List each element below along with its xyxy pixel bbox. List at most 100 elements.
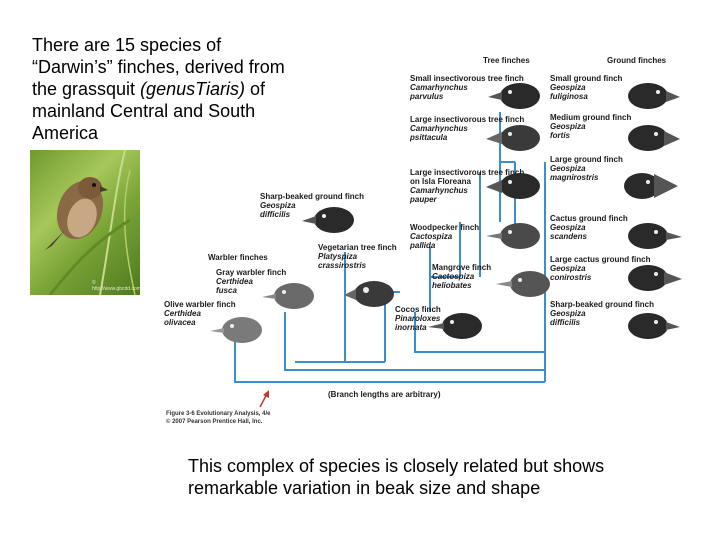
- species-sci: Certhidea: [216, 277, 253, 286]
- grassquit-bird-icon: [45, 150, 136, 295]
- species-sci2: pauper: [410, 195, 437, 204]
- species-sci2: heliobates: [432, 281, 472, 290]
- intro-line-3a: the grassquit: [32, 79, 141, 99]
- finch-head-icon: [486, 223, 540, 249]
- species-sci2: fusca: [216, 286, 237, 295]
- label-mangrove-finch: Mangrove finch Cactospiza heliobates: [432, 263, 491, 290]
- finch-head-icon: [496, 271, 550, 297]
- species-sci2: parvulus: [410, 92, 444, 101]
- species-sci2: difficilis: [550, 318, 581, 327]
- species-name-2: on Isla Floreana: [410, 177, 471, 186]
- species-name: Gray warbler finch: [216, 268, 287, 277]
- species-sci2: scandens: [550, 232, 587, 241]
- species-sci: Geospiza: [550, 223, 586, 232]
- species-name: Olive warbler finch: [164, 300, 236, 309]
- species-sci: Cactospiza: [410, 232, 453, 241]
- label-vegetarian-tree-finch: Vegetarian tree finch Platyspiza crassir…: [318, 243, 397, 270]
- species-sci: Camarhynchus: [410, 186, 468, 195]
- figure-credit: Figure 3-6 Evolutionary Analysis, 4/e © …: [166, 410, 270, 426]
- label-woodpecker-finch: Woodpecker finch Cactospiza pallida: [410, 223, 479, 250]
- intro-line-2: “Darwin’s” finches, derived from: [32, 57, 285, 77]
- finch-head-icon: [210, 317, 262, 343]
- species-name: Sharp-beaked ground finch: [550, 300, 655, 309]
- species-name: Large insectivorous tree finch: [410, 168, 525, 177]
- photo-credit: © http://www.gbcdd.com: [92, 280, 140, 292]
- species-name: Medium ground finch: [550, 113, 632, 122]
- species-name: Small insectivorous tree finch: [410, 74, 524, 83]
- finch-head-icon: [628, 125, 680, 151]
- species-sci2: fuliginosa: [550, 92, 588, 101]
- header-ground-finches: Ground finches: [607, 56, 667, 65]
- species-sci2: psittacula: [410, 133, 448, 142]
- label-cactus-ground-finch: Cactus ground finch Geospiza scandens: [550, 214, 628, 241]
- label-large-ground-finch: Large ground finch Geospiza magnirostris: [550, 155, 623, 182]
- label-sharp-beaked-ground-finch-right: Sharp-beaked ground finch Geospiza diffi…: [550, 300, 654, 327]
- phylogeny-figure: Tree finches Ground finches Small insect…: [160, 52, 682, 432]
- species-sci: Pinaroloxes: [395, 314, 441, 323]
- species-sci2: olivacea: [164, 318, 196, 327]
- species-name: Cactus ground finch: [550, 214, 628, 223]
- outro-text: This complex of species is closely relat…: [188, 455, 668, 499]
- species-name: Woodpecker finch: [410, 223, 480, 232]
- finch-head-icon: [628, 83, 680, 109]
- figure-credit-2: © 2007 Pearson Prentice Hall, Inc.: [166, 419, 263, 425]
- finch-head-icon: [486, 173, 540, 199]
- species-sci: Platyspiza: [318, 252, 358, 261]
- intro-line-3c: Tiaris): [195, 79, 245, 99]
- species-sci: Geospiza: [550, 309, 586, 318]
- species-sci2: crassirostris: [318, 261, 367, 270]
- intro-line-3d: of: [244, 79, 265, 99]
- intro-line-3: the grassquit (genusTiaris) of: [32, 78, 332, 100]
- label-cocos-finch: Cocos finch Pinaroloxes inornata: [395, 305, 441, 332]
- finch-head-icon: [262, 283, 314, 309]
- species-sci2: magnirostris: [550, 173, 599, 182]
- outro-line-1: This complex of species is closely relat…: [188, 456, 605, 476]
- intro-line-4: mainland Central and South: [32, 101, 256, 121]
- label-small-ground-finch: Small ground finch Geospiza fuliginosa: [550, 74, 622, 101]
- label-large-insectivorous-tree-finch: Large insectivorous tree finch Camarhync…: [410, 115, 524, 142]
- species-name: Large cactus ground finch: [550, 255, 651, 264]
- species-sci: Geospiza: [550, 83, 586, 92]
- species-sci: Geospiza: [550, 164, 586, 173]
- label-small-insectivorous-tree-finch: Small insectivorous tree finch Camarhync…: [410, 74, 524, 101]
- species-sci2: pallida: [410, 241, 436, 250]
- label-sharp-beaked-ground-finch-left: Sharp-beaked ground finch Geospiza diffi…: [260, 192, 364, 219]
- species-name: Vegetarian tree finch: [318, 243, 397, 252]
- species-sci2: conirostris: [550, 273, 592, 282]
- finch-head-icon: [428, 313, 482, 339]
- finch-head-icon: [628, 265, 682, 291]
- species-sci: Certhidea: [164, 309, 201, 318]
- figure-credit-1: Figure 3-6 Evolutionary Analysis, 4/e: [166, 411, 271, 417]
- finch-head-icon: [488, 83, 540, 109]
- species-sci: Cactospiza: [432, 272, 475, 281]
- species-name: Sharp-beaked ground finch: [260, 192, 365, 201]
- branch-length-note: (Branch lengths are arbitrary): [328, 390, 441, 399]
- species-name: Large ground finch: [550, 155, 623, 164]
- label-medium-ground-finch: Medium ground finch Geospiza fortis: [550, 113, 631, 140]
- species-sci: Geospiza: [550, 264, 586, 273]
- species-name: Mangrove finch: [432, 263, 492, 272]
- finch-head-icon: [344, 281, 394, 307]
- finch-head-icon: [486, 125, 540, 151]
- species-sci2: inornata: [395, 323, 427, 332]
- species-sci: Camarhynchus: [410, 124, 468, 133]
- intro-text: There are 15 species of “Darwin’s” finch…: [32, 34, 332, 144]
- species-sci: Geospiza: [260, 201, 296, 210]
- finch-head-icon: [628, 223, 682, 249]
- intro-line-5: America: [32, 123, 99, 143]
- label-large-cactus-ground-finch: Large cactus ground finch Geospiza conir…: [550, 255, 650, 282]
- species-sci2: fortis: [550, 131, 570, 140]
- intro-line-1: There are 15 species of: [32, 35, 222, 55]
- species-name: Cocos finch: [395, 305, 441, 314]
- label-olive-warbler-finch: Olive warbler finch Certhidea olivacea: [164, 300, 236, 327]
- species-sci: Camarhynchus: [410, 83, 468, 92]
- intro-line-3b: (genus: [140, 79, 196, 99]
- outro-line-2: remarkable variation in beak size and sh…: [188, 478, 541, 498]
- species-sci: Geospiza: [550, 122, 586, 131]
- species-name: Warbler finches: [208, 253, 268, 262]
- species-name: Small ground finch: [550, 74, 623, 83]
- label-warbler-finches: Warbler finches: [208, 253, 268, 262]
- finch-head-icon: [628, 313, 680, 339]
- species-name: Large insectivorous tree finch: [410, 115, 525, 124]
- label-gray-warbler-finch: Gray warbler finch Certhidea fusca: [216, 268, 286, 295]
